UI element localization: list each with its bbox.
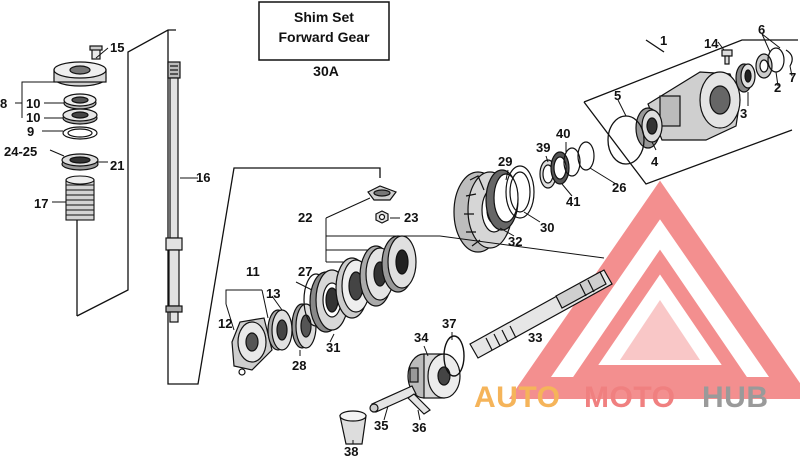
part-12-bearing-housing bbox=[231, 317, 273, 376]
callout-6: 6 bbox=[758, 22, 765, 37]
callout-15: 15 bbox=[110, 40, 124, 55]
part-10-bearing-a bbox=[63, 93, 97, 110]
part-41-ring bbox=[550, 151, 570, 185]
callout-26: 26 bbox=[612, 180, 626, 195]
part-36-pin bbox=[407, 393, 431, 415]
part-3-bearing bbox=[735, 63, 756, 93]
callout-29: 29 bbox=[498, 154, 512, 169]
callout-28: 28 bbox=[292, 358, 306, 373]
callout-31: 31 bbox=[326, 340, 340, 355]
group-outline-left bbox=[76, 29, 381, 385]
bearing-cup-c bbox=[381, 235, 417, 293]
part-9-washer bbox=[62, 126, 98, 140]
bracket-8 bbox=[15, 47, 109, 203]
part-33-prop-shaft bbox=[469, 269, 613, 359]
callout-10a: 10 bbox=[26, 96, 40, 111]
bracket-11 bbox=[225, 281, 335, 356]
callout-35: 35 bbox=[374, 418, 388, 433]
callout-23: 23 bbox=[404, 210, 418, 225]
callout-37: 37 bbox=[442, 316, 456, 331]
part-17-spring bbox=[65, 175, 95, 221]
part-29-shim bbox=[485, 169, 519, 231]
part-14-bolt bbox=[721, 49, 733, 65]
callout-12: 12 bbox=[218, 316, 232, 331]
callout-33: 33 bbox=[528, 330, 542, 345]
title-code: 30A bbox=[313, 63, 339, 79]
title-line1: Shim Set bbox=[294, 9, 354, 25]
watermark-text: AUTO MOTO HUB bbox=[474, 381, 769, 414]
callout-16: 16 bbox=[196, 170, 210, 185]
callout-2: 2 bbox=[774, 80, 781, 95]
part-4-bushing bbox=[635, 107, 663, 149]
callout-22: 22 bbox=[298, 210, 312, 225]
part-40-ring bbox=[563, 147, 581, 177]
callout-3: 3 bbox=[740, 106, 747, 121]
part-16-shaft bbox=[165, 61, 198, 323]
callout-40: 40 bbox=[556, 126, 570, 141]
callout-24-25: 24-25 bbox=[4, 144, 37, 159]
part-35-pin bbox=[369, 385, 417, 413]
callout-30: 30 bbox=[540, 220, 554, 235]
part-34-clutch bbox=[407, 353, 461, 399]
callout-4: 4 bbox=[651, 154, 659, 169]
title-box: Shim Set Forward Gear 30A bbox=[258, 1, 390, 79]
part-37-ring bbox=[443, 335, 465, 377]
part-21-ring bbox=[61, 153, 99, 171]
callout-8: 8 bbox=[0, 96, 7, 111]
part-38-cup bbox=[339, 410, 367, 445]
callout-39: 39 bbox=[536, 140, 550, 155]
callout-11: 11 bbox=[246, 264, 260, 279]
callout-41: 41 bbox=[566, 194, 580, 209]
watermark-part2: MOTO bbox=[584, 381, 675, 414]
watermark-part1: AUTO bbox=[474, 381, 560, 414]
title-line2: Forward Gear bbox=[278, 29, 370, 45]
callout-17: 17 bbox=[34, 196, 48, 211]
pointer-line-33 bbox=[439, 235, 605, 259]
callout-34: 34 bbox=[414, 330, 429, 345]
callout-32: 32 bbox=[508, 234, 522, 249]
watermark-part3: HUB bbox=[702, 381, 769, 414]
callout-labels: 1 2 3 4 5 6 7 8 9 10 10 11 12 13 14 15 1… bbox=[0, 22, 796, 456]
part-23-nut bbox=[375, 210, 389, 224]
bearing-cup-a bbox=[335, 257, 371, 319]
part-15-bolt bbox=[89, 45, 103, 60]
callout-7: 7 bbox=[789, 70, 796, 85]
part-1-housing bbox=[647, 71, 741, 141]
callout-5: 5 bbox=[614, 88, 621, 103]
callout-9: 9 bbox=[27, 124, 34, 139]
callout-lines-right bbox=[617, 33, 793, 151]
part-7-clip bbox=[785, 49, 793, 67]
callout-1: 1 bbox=[660, 33, 667, 48]
part-13-ring bbox=[267, 309, 293, 351]
part-26-oring bbox=[577, 141, 595, 171]
callout-36: 36 bbox=[412, 420, 426, 435]
callout-38: 38 bbox=[344, 444, 358, 456]
group-outline-right bbox=[583, 39, 798, 185]
callout-21: 21 bbox=[110, 158, 124, 173]
callout-13: 13 bbox=[266, 286, 280, 301]
callout-10b: 10 bbox=[26, 110, 40, 125]
callout-27: 27 bbox=[298, 264, 312, 279]
part-10-bearing-b bbox=[62, 108, 98, 125]
part-30-shim bbox=[505, 165, 535, 219]
callout-14: 14 bbox=[704, 36, 719, 51]
part-22-pinion bbox=[367, 185, 397, 201]
callout-lines-center bbox=[352, 142, 617, 444]
part-8-housing bbox=[53, 61, 107, 87]
